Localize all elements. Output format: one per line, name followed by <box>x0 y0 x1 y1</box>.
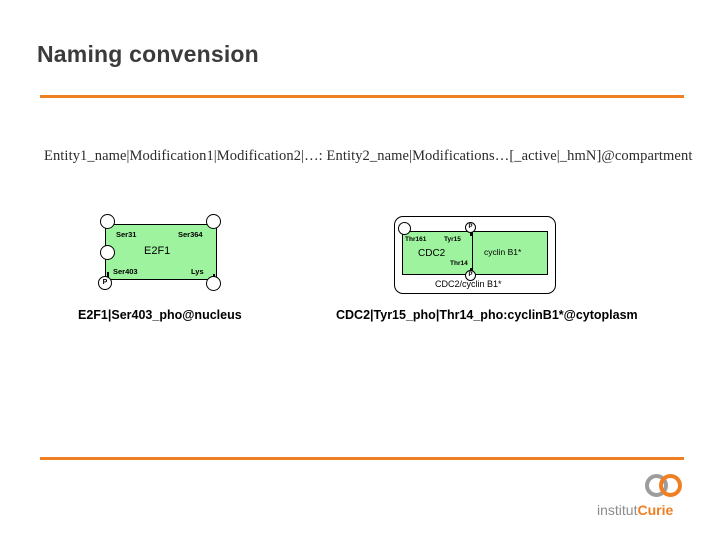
port-mid-left[interactable] <box>100 245 115 260</box>
title-divider-top <box>40 95 684 98</box>
port-cdc2-bottom-right-phosphate[interactable]: P <box>465 270 476 281</box>
site-label-tyr15: Tyr15 <box>444 236 461 243</box>
port-cdc2-top-left[interactable] <box>398 222 411 235</box>
port-top-right[interactable] <box>206 214 221 229</box>
entity-node-cyclin-b1 <box>472 231 548 275</box>
logo-ring-orange-icon <box>659 474 682 497</box>
footer-divider-bottom <box>40 457 684 460</box>
entity-label-e2f1: E2F1 <box>144 245 171 257</box>
site-label-thr161: Thr161 <box>405 236 427 243</box>
port-bottom-left-phosphate[interactable]: P <box>98 276 112 290</box>
site-label-lys: Lys <box>191 267 204 276</box>
site-label-ser364: Ser364 <box>178 230 203 239</box>
site-label-ser31: Ser31 <box>116 230 137 239</box>
logo-curie-text: Curie <box>637 502 674 518</box>
port-top-left[interactable] <box>100 214 115 229</box>
entity-label-cdc2: CDC2 <box>418 248 446 259</box>
logo-wordmark: institutCurie <box>597 502 673 518</box>
port-cdc2-top-right-phosphate[interactable]: P <box>465 222 476 233</box>
site-label-thr14: Thr14 <box>450 260 468 267</box>
page-title: Naming convension <box>37 41 259 67</box>
site-label-ser403: Ser403 <box>113 267 138 276</box>
caption-e2f1: E2F1|Ser403_pho@nucleus <box>78 308 242 322</box>
entity-node-e2f1 <box>105 224 217 280</box>
port-bottom-right[interactable] <box>206 276 221 291</box>
diagram-e2f1: E2F1 Ser31 Ser364 Ser403 Lys P E2F1|Ser4… <box>0 0 300 340</box>
institut-curie-logo: institutCurie <box>597 472 693 520</box>
naming-convention-formula: Entity1_name|Modification1|Modification2… <box>44 148 693 164</box>
complex-label-cdc2-cyclinb1: CDC2/cyclin B1* <box>435 279 502 289</box>
logo-rings-icon <box>645 472 691 500</box>
entity-label-cyclin-b1: cyclin B1* <box>484 247 522 257</box>
diagram-cdc2-cyclinb1: CDC2 Thr161 Tyr15 Thr14 cyclin B1* P P C… <box>336 216 638 322</box>
logo-institut-text: institut <box>597 502 638 518</box>
caption-cdc2-cyclinb1: CDC2|Tyr15_pho|Thr14_pho:cyclinB1*@cytop… <box>336 308 638 322</box>
